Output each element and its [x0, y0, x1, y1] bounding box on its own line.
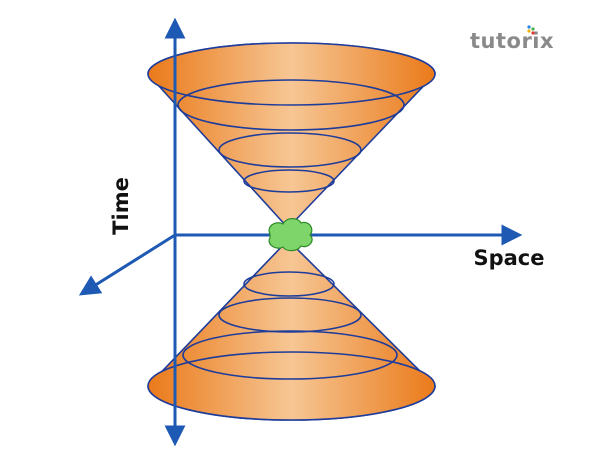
- past-cone-rim: [147, 351, 436, 421]
- time-axis-label: Time: [109, 177, 133, 235]
- space-axis-label: Space: [473, 246, 544, 270]
- logo-dot-red: [531, 31, 535, 35]
- logo-dot-yellow: [527, 29, 531, 33]
- logo-dot-green: [531, 27, 535, 31]
- logo-dot-blue: [527, 25, 531, 29]
- event-blob: [268, 218, 313, 252]
- axes: [78, 17, 523, 447]
- future-cone-ring: [218, 132, 362, 168]
- past-light-cone: [147, 238, 436, 421]
- future-cone-rim: [147, 42, 436, 106]
- depth-axis: [78, 233, 177, 296]
- past-cone-ring: [218, 297, 362, 333]
- tutorix-logo: tutorix: [470, 25, 554, 53]
- past-cone-ring: [243, 271, 335, 297]
- future-light-cone: [147, 42, 436, 230]
- logo-text: tutorix: [470, 29, 554, 53]
- future-cone-ring: [243, 169, 335, 193]
